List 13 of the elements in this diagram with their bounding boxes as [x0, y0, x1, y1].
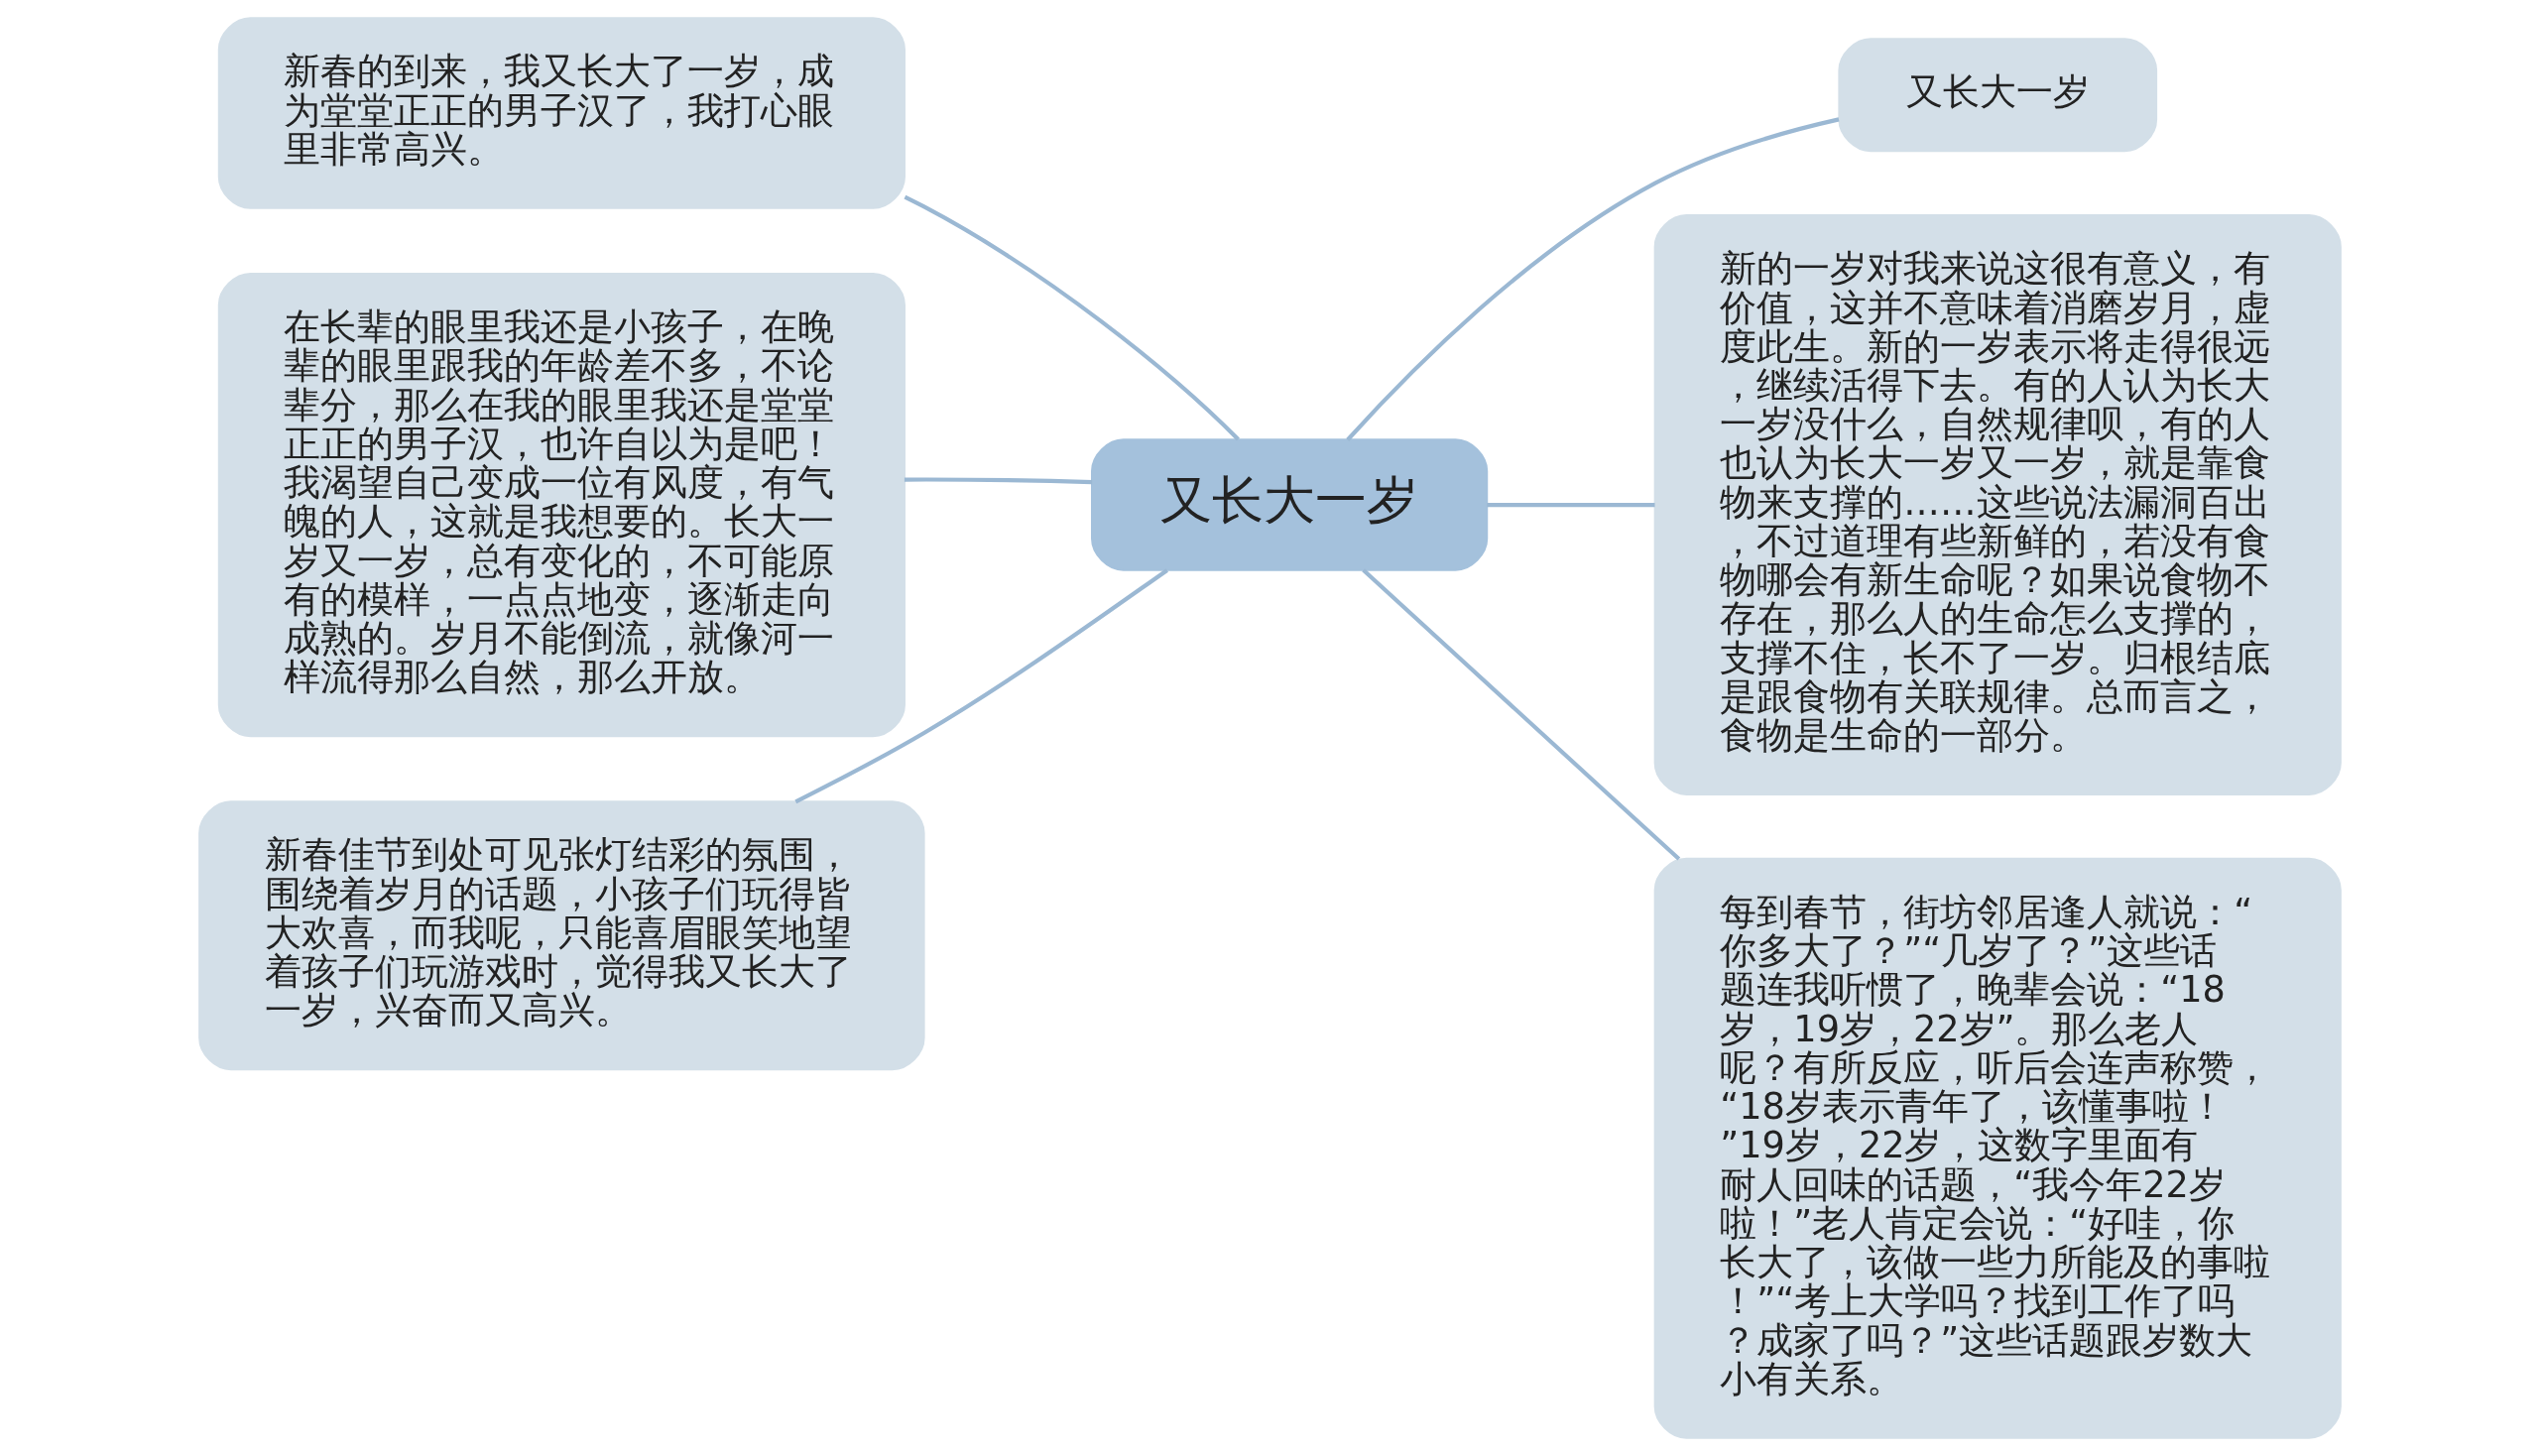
connector: [793, 568, 1168, 804]
node-box: 又长大一岁: [1837, 38, 2157, 153]
connector: [1486, 502, 1654, 508]
node-box: 又长大一岁: [1090, 438, 1488, 571]
node-box: 在长辈的眼里我还是小孩子，在晚辈的眼里跟我的年龄差不多，不论辈分，那么在我的眼里我还是堂堂正正的男子汉，也许自以为是吧！我渴望自己变成一位有风度，有气魄的人，这就是我想要的。长大一岁又一岁，总有变化的，不可能原有的模样，一点点地变，逐渐走向成熟的。岁月不能倒流，就像河一样流得那么自然，那么开放。: [217, 272, 906, 738]
connector: [1361, 568, 1680, 861]
node-box: 新春的到来，我又长大了一岁，成为堂堂正正的男子汉了，我打心眼里非常高兴。: [217, 17, 906, 209]
node-box: 每到春节，街坊邻居逢人就说：“你多大了？”“几岁了？”这些话题连我听惯了，晚辈会说：“18岁，19岁，22岁”。那么老人呢？有所反应，听后会连声称赞，“18岁表示青年了，该懂事啦！”19岁，22岁，这数字里面有耐人回味的话题，“我今年22岁啦！”老人肯定会说：“好哇，你长大了，该做一些力所能及的事啦！”“考上大学吗？找到工作了吗？成家了吗？”这些话题跟岁数大小有关系。: [1653, 857, 2342, 1439]
connector: [904, 477, 1092, 485]
connector: [903, 194, 1240, 441]
node-box: 新春佳节到处可见张灯结彩的氛围，围绕着岁月的话题，小孩子们玩得皆大欢喜，而我呢，只能喜眉眼笑地望着孩子们玩游戏时，觉得我又长大了一岁，兴奋而又高兴。: [197, 800, 925, 1071]
connector: [1345, 117, 1840, 441]
node-box: 新的一岁对我来说这很有意义，有价值，这并不意味着消磨岁月，虚度此生。新的一岁表示将走得很远，继续活得下去。有的人认为长大一岁没什么，自然规律呗，有的人也认为长大一岁又一岁，就是靠食物来支撑的……这些说法漏洞百出，不过道理有些新鲜的，若没有食物哪会有新生命呢？如果说食物不存在，那么人的生命怎么支撑的，支撑不住，长不了一岁。归根结底是跟食物有关联规律。总而言之，食物是生命的一部分。: [1653, 214, 2342, 795]
